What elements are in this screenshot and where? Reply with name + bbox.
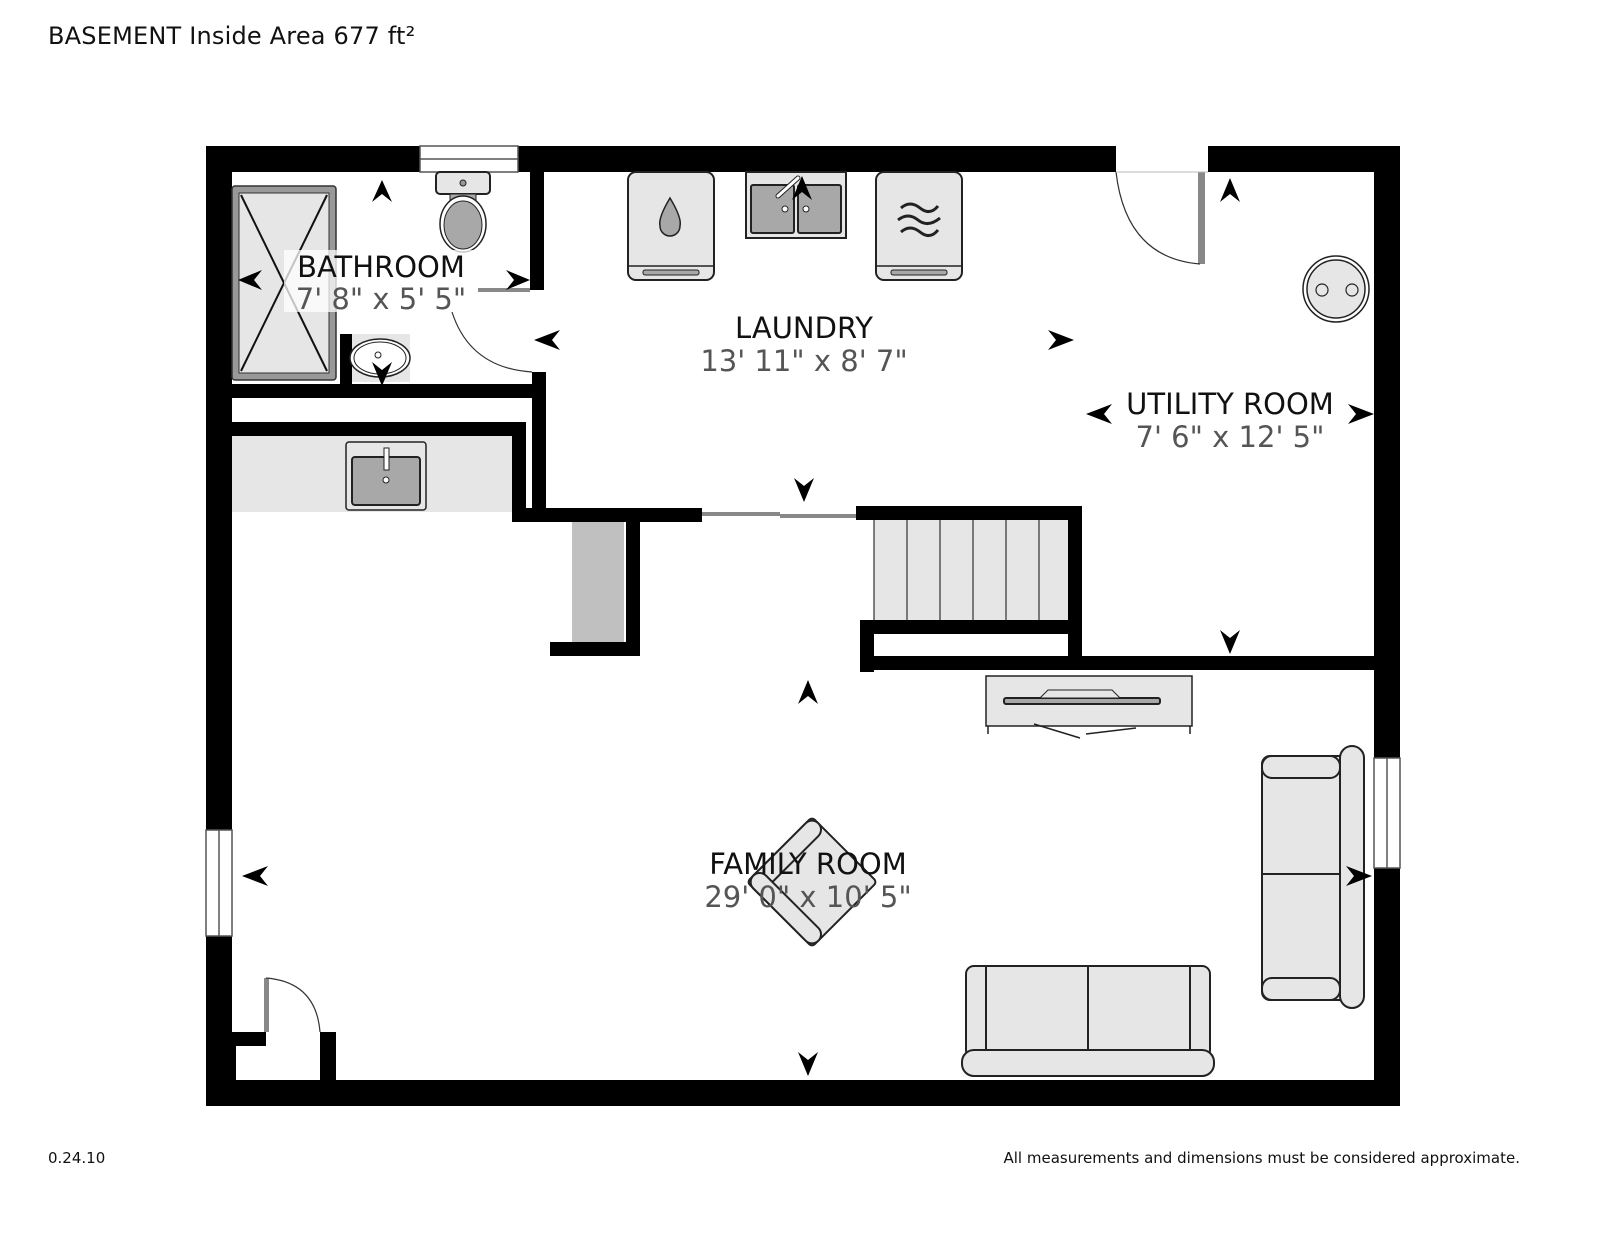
wet-bar-counter <box>232 436 512 512</box>
water-heater <box>1302 255 1370 323</box>
water-drop-icon <box>658 196 682 237</box>
floor-title: BASEMENT Inside Area 677 ft² <box>48 22 416 50</box>
room-label-utility: UTILITY ROOM 7' 6" x 12' 5" <box>1126 387 1334 454</box>
sofa-right <box>1261 745 1365 1009</box>
toilet <box>435 171 491 253</box>
doors <box>264 171 1208 1033</box>
room-label-bathroom: BATHROOM 7' 8" x 5' 5" <box>284 250 476 316</box>
room-name: LAUNDRY <box>735 311 873 345</box>
room-dimensions: 7' 8" x 5' 5" <box>296 282 466 316</box>
room-name: BATHROOM <box>297 250 465 284</box>
version-label: 0.24.10 <box>48 1149 106 1167</box>
room-dimensions: 7' 6" x 12' 5" <box>1136 420 1325 454</box>
disclaimer: All measurements and dimensions must be … <box>1003 1149 1520 1167</box>
interior-walls <box>224 172 1400 1092</box>
room-label-laundry: LAUNDRY 13' 11" x 8' 7" <box>700 311 907 378</box>
measurement-arrows <box>238 176 1374 1076</box>
sofa-bottom <box>961 965 1215 1077</box>
dryer <box>875 171 963 281</box>
armchair <box>747 817 877 947</box>
washer <box>627 171 715 281</box>
room-label-family: FAMILY ROOM 29' 0" x 10' 5" <box>704 847 911 914</box>
tv-console <box>985 675 1193 739</box>
stairs <box>873 520 1068 656</box>
bathroom-sink <box>349 334 411 382</box>
laundry-double-sink <box>745 171 847 239</box>
heat-waves-icon <box>897 202 941 237</box>
room-dimensions: 13' 11" x 8' 7" <box>700 344 907 378</box>
outer-walls <box>206 146 1400 1106</box>
room-dimensions: 29' 0" x 10' 5" <box>704 880 911 914</box>
windows <box>205 145 1401 937</box>
room-name: UTILITY ROOM <box>1126 387 1334 421</box>
room-name: FAMILY ROOM <box>709 847 907 881</box>
